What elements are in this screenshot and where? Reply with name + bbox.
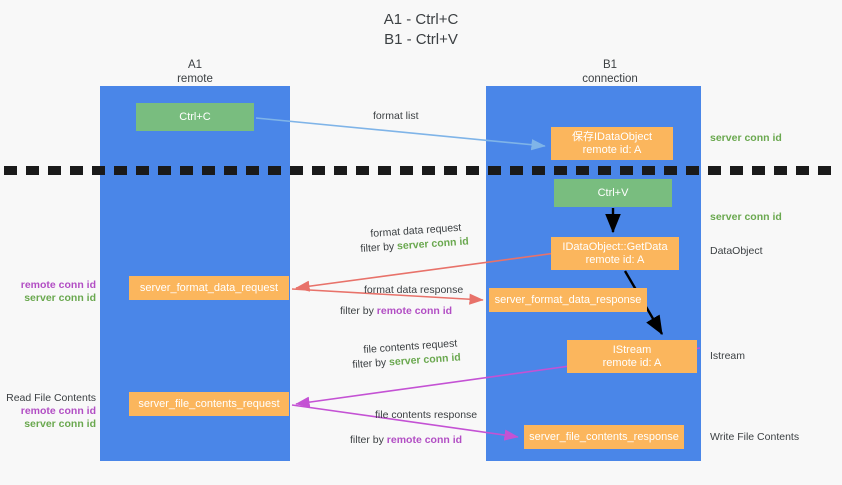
lane-header-a1: A1 remote <box>125 58 265 86</box>
lane-b1-name: B1 <box>602 59 618 71</box>
phase-divider <box>4 166 838 175</box>
box-server-format-data-response-label: server_format_data_response <box>494 293 642 306</box>
box-getdata-line-2: remote id: A <box>585 253 645 266</box>
filter-by-text-1: filter by <box>360 240 398 255</box>
annotation-right-write-file-contents: Write File Contents <box>710 431 800 443</box>
lane-a1-name: A1 <box>187 59 203 71</box>
filter-by-text-2: filter by <box>340 305 377 317</box>
box-ctrl-c[interactable]: Ctrl+C <box>136 103 254 131</box>
arrow-format-data-request <box>295 252 557 292</box>
label-file-contents-response: file contents response <box>375 409 478 421</box>
annotation-read-file-contents-label: Read File Contents <box>6 392 96 404</box>
label-format-list: format list <box>373 110 419 122</box>
remote-conn-id-text-1: remote conn id <box>376 305 453 317</box>
box-istream-line-2: remote id: A <box>602 356 662 369</box>
box-getdata-line-1: IDataObject::GetData <box>562 240 668 253</box>
box-server-file-contents-response-label: server_file_contents_response <box>529 430 679 443</box>
filter-by-text-4: filter by <box>350 434 387 446</box>
arrow-file-contents-response <box>291 404 519 441</box>
label-format-data-response: format data response <box>364 284 464 296</box>
arrow-format-list <box>255 117 546 151</box>
box-server-file-contents-request-label: server_file_contents_request <box>138 397 280 410</box>
arrow-format-data-response <box>291 288 484 305</box>
lane-a1-sub: remote <box>177 73 213 85</box>
box-server-file-contents-response[interactable]: server_file_contents_response <box>524 425 684 449</box>
box-server-format-data-response[interactable]: server_format_data_response <box>489 288 647 312</box>
box-idataobject-line-2: remote id: A <box>582 143 642 156</box>
lane-b1-sub: connection <box>582 73 638 85</box>
box-server-format-data-request-label: server_format_data_request <box>139 281 279 294</box>
box-idataobject-line-1: 保存IDataObject <box>571 130 653 143</box>
annotation-left-conn-ids: remote conn id server conn id <box>8 279 96 305</box>
box-server-file-contents-request[interactable]: server_file_contents_request <box>129 392 289 416</box>
annotation-right-dataobject: DataObject <box>710 245 763 257</box>
diagram-title: A1 - Ctrl+C B1 - Ctrl+V <box>0 10 842 50</box>
box-ctrl-v[interactable]: Ctrl+V <box>554 179 672 207</box>
box-server-format-data-request[interactable]: server_format_data_request <box>129 276 289 300</box>
annotation-left-server-conn-id-2: server conn id <box>24 418 96 430</box>
box-istream-line-1: IStream <box>612 343 652 356</box>
annotation-read-file-contents: Read File Contents remote conn id server… <box>4 392 96 431</box>
annotation-left-remote-conn-id-2: remote conn id <box>20 405 96 417</box>
box-idataobject-getdata[interactable]: IDataObject::GetData remote id: A <box>551 237 679 270</box>
annotation-left-server-conn-id-1: server conn id <box>24 292 96 304</box>
annotation-right-istream: Istream <box>710 350 746 362</box>
label-format-data-response-filter: filter by remote conn id <box>340 305 452 318</box>
box-ctrl-c-label: Ctrl+C <box>179 110 211 123</box>
title-line-1: A1 - Ctrl+C <box>383 11 459 28</box>
box-idataobject[interactable]: 保存IDataObject remote id: A <box>551 127 673 160</box>
box-ctrl-v-label: Ctrl+V <box>597 186 629 199</box>
filter-by-text-3: filter by <box>352 356 390 371</box>
title-line-2: B1 - Ctrl+V <box>384 31 458 48</box>
label-file-contents-response-filter: filter by remote conn id <box>350 434 462 447</box>
box-istream[interactable]: IStream remote id: A <box>567 340 697 373</box>
lane-header-b1: B1 connection <box>535 58 685 86</box>
annotation-left-remote-conn-id-1: remote conn id <box>20 279 96 291</box>
remote-conn-id-text-2: remote conn id <box>386 434 463 446</box>
annotation-right-server-conn-id-mid: server conn id <box>710 211 782 223</box>
annotation-right-server-conn-id-top: server conn id <box>710 132 782 144</box>
